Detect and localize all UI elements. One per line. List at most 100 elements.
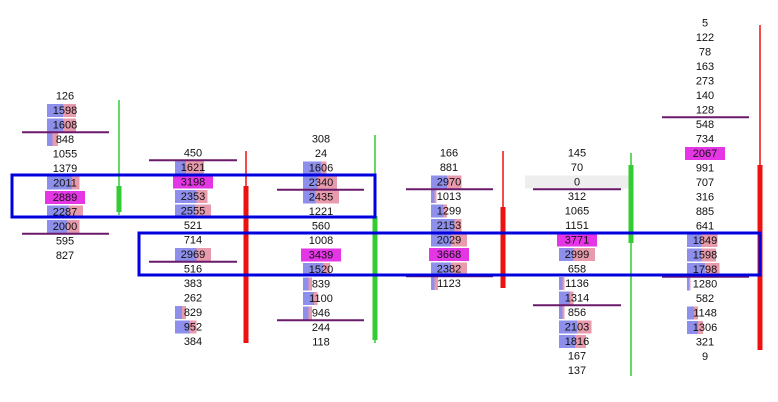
buy-volume-bar: [431, 219, 455, 232]
cell-value: 946: [312, 307, 330, 319]
buy-volume-bar: [175, 320, 190, 334]
sell-volume-bar: [434, 277, 439, 290]
cell-value: 1008: [309, 235, 333, 247]
footprint-cell: 0: [525, 175, 629, 189]
cell-value: 2353: [181, 191, 205, 203]
footprint-cell: 24: [315, 148, 327, 160]
cell-value: 707: [696, 177, 714, 189]
footprint-cell: 1055: [53, 148, 77, 160]
footprint-cell: 145: [568, 147, 586, 159]
cell-value: 312: [568, 191, 586, 203]
buy-volume-bar: [47, 220, 67, 233]
sell-volume-bar: [688, 277, 691, 291]
footprint-cell: 991: [696, 162, 714, 174]
buy-volume-bar: [559, 320, 577, 334]
cell-value: 1100: [309, 293, 333, 305]
sell-volume-bar: [63, 104, 76, 117]
footprint-cell: 560: [312, 220, 330, 232]
cell-value: 1306: [693, 322, 717, 334]
buy-volume-bar: [431, 277, 435, 290]
cell-value: 128: [696, 104, 714, 116]
footprint-cell: 244: [312, 322, 330, 334]
footprint-cell: 2999: [559, 248, 595, 261]
buy-volume-bar: [687, 263, 705, 276]
buy-volume-bar: [559, 277, 563, 290]
cell-value: 582: [696, 293, 714, 305]
buy-volume-bar: [303, 306, 309, 320]
cell-value: 848: [56, 134, 74, 146]
sell-volume-bar: [434, 190, 437, 203]
cell-value: 521: [184, 220, 202, 232]
footprint-cell: 70: [571, 162, 583, 174]
cell-value: 1621: [181, 162, 205, 174]
footprint-cell: 450: [184, 147, 202, 159]
cell-value: 560: [312, 220, 330, 232]
sell-volume-bar: [705, 263, 720, 276]
footprint-cell: 952: [175, 320, 202, 334]
buy-volume-bar: [431, 262, 451, 276]
cell-value: 885: [696, 206, 714, 218]
buy-volume-bar: [431, 204, 444, 218]
cell-value: 839: [312, 278, 330, 290]
sell-volume-bar: [185, 161, 204, 174]
down-candle: [243, 151, 249, 343]
sell-volume-bar: [63, 118, 76, 132]
highlight-box-upper: [10, 173, 377, 219]
cell-value: 1299: [437, 205, 461, 217]
buy-volume-bar: [303, 277, 309, 291]
footprint-cell: 2103: [559, 320, 592, 334]
sell-volume-bar: [68, 205, 83, 219]
sell-volume-bar: [447, 175, 462, 189]
footprint-cell: 1379: [53, 163, 77, 175]
cell-value: 856: [568, 307, 586, 319]
buy-volume-bar: [431, 233, 451, 247]
sell-volume-bar: [308, 277, 312, 291]
cell-value: 1065: [565, 205, 589, 217]
cell-value: 2382: [437, 263, 461, 275]
footprint-cell: 1608: [47, 118, 77, 132]
cell-value: 1379: [53, 163, 77, 175]
sell-volume-bar: [72, 176, 80, 190]
cell-value: 2011: [53, 177, 77, 189]
footprint-cell: 1314: [559, 291, 589, 305]
footprint-cell: 881: [440, 162, 458, 174]
cell-value: 2435: [309, 191, 333, 203]
sell-volume-bar: [575, 335, 586, 348]
cell-value: 2889: [53, 192, 77, 204]
footprint-cell: 2011: [47, 176, 80, 190]
buy-volume-bar: [687, 248, 702, 262]
footprint-cell: 1136: [559, 277, 589, 290]
buy-volume-bar: [687, 321, 698, 334]
cell-value: 1849: [693, 235, 717, 247]
buy-volume-bar: [431, 190, 435, 203]
buy-volume-bar: [175, 306, 183, 319]
cell-value: 308: [312, 133, 330, 145]
cell-value: 273: [696, 75, 714, 87]
sell-volume-bar: [694, 306, 698, 320]
sell-volume-bar: [313, 292, 318, 305]
cell-value: 3668: [437, 249, 461, 261]
cell-value: 991: [696, 162, 714, 174]
buy-volume-bar: [175, 248, 197, 261]
cell-value: 734: [696, 133, 714, 145]
footprint-cell: 1221: [309, 206, 333, 218]
footprint-cell: 1798: [687, 263, 720, 276]
buy-volume-bar: [687, 234, 702, 247]
footprint-cell: 5: [702, 17, 708, 29]
cell-value: 383: [184, 278, 202, 290]
cell-value: 2340: [309, 177, 333, 189]
candle-body: [500, 207, 506, 288]
buy-volume-bar: [303, 161, 321, 175]
footprint-cell: 2067: [685, 147, 725, 160]
neutral-cell-bg: [525, 175, 629, 189]
sell-volume-bar: [315, 190, 339, 204]
buy-volume-bar: [47, 205, 69, 219]
buy-volume-bar: [687, 306, 695, 320]
sell-volume-bar: [196, 190, 208, 203]
footprint-cell: 167: [568, 350, 586, 362]
footprint-cell: 262: [184, 292, 202, 304]
cell-value: 1123: [437, 278, 461, 290]
footprint-cell: 516: [184, 263, 202, 275]
footprint-cell: 707: [696, 177, 714, 189]
